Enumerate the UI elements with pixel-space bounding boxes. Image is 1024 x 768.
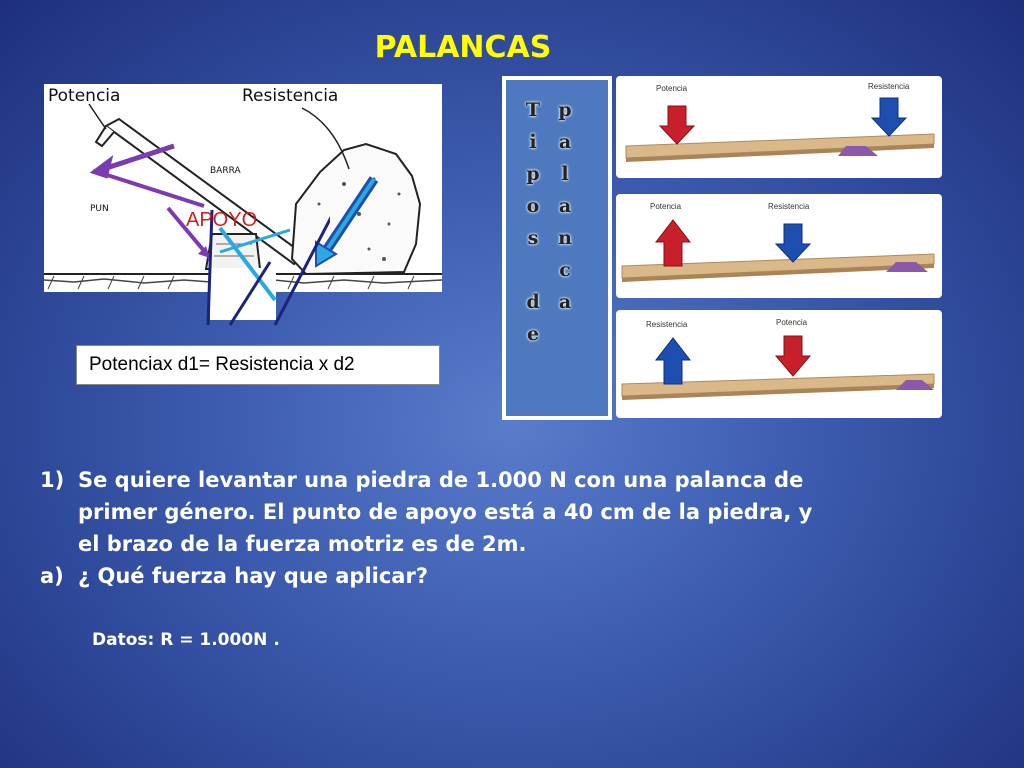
tipos-letter: o [526, 195, 540, 217]
tipos-letter [524, 254, 542, 286]
palanca-letter: n [558, 227, 572, 249]
palanca-letter: a [558, 131, 572, 153]
blank-white-box [210, 268, 276, 320]
problem-line-3: el brazo de la fuerza motriz es de 2m. [78, 532, 527, 556]
question-number: a) [40, 564, 64, 588]
palanca-column: p a l a n c a [556, 94, 574, 318]
lever-overlay-lines [166, 206, 330, 326]
problem-number: 1) [40, 468, 65, 492]
lever-card-first-class: Potencia Resistencia [616, 76, 942, 178]
tipos-letter: p [526, 163, 540, 185]
card1-left-label: Potencia [656, 84, 688, 93]
problem-item: 1) Se quiere levantar una piedra de 1.00… [40, 464, 980, 560]
problem-question: a) ¿ Qué fuerza hay que aplicar? [40, 560, 980, 592]
datos-text: Datos: R = 1.000N . [92, 630, 280, 650]
tipos-letter: i [529, 131, 537, 153]
sketch-resistencia-label: Resistencia [242, 86, 339, 106]
card3-right-label: Potencia [776, 318, 808, 327]
question-text: ¿ Qué fuerza hay que aplicar? [78, 564, 429, 588]
card1-right-label: Resistencia [868, 82, 910, 91]
tipos-letter: d [526, 291, 540, 313]
lever-card-second-class: Potencia Resistencia [616, 194, 942, 298]
problem-statement: 1) Se quiere levantar una piedra de 1.00… [40, 464, 980, 592]
tipos-letter: s [527, 227, 539, 249]
palanca-letter: l [561, 163, 569, 185]
problem-line-1: Se quiere levantar una piedra de 1.000 N… [78, 468, 804, 492]
sketch-potencia-label: Potencia [48, 86, 121, 106]
card2-left-label: Potencia [650, 202, 682, 211]
tipos-letter: T [525, 99, 541, 121]
tipos-de-palanca-panel: T i p o s d e p a l a n c a [502, 76, 612, 420]
sketch-barra-label: BARRA [210, 166, 241, 176]
lever-formula: Potenciax d1= Resistencia x d2 [76, 345, 440, 385]
slide-title: PALANCAS [374, 30, 552, 65]
sketch-punto-label: PUN [90, 204, 109, 214]
card2-right-label: Resistencia [768, 202, 810, 211]
tipos-letter: e [526, 323, 540, 345]
palanca-letter: a [558, 195, 572, 217]
apoyo-label: APOYO [186, 209, 258, 231]
palanca-letter: c [559, 259, 571, 281]
card3-left-label: Resistencia [646, 320, 688, 329]
tipos-column: T i p o s d e [524, 94, 542, 350]
palanca-letter: a [558, 291, 572, 313]
lever-card-third-class: Resistencia Potencia [616, 310, 942, 418]
palanca-letter: p [558, 99, 572, 121]
problem-line-2: primer género. El punto de apoyo está a … [78, 500, 813, 524]
